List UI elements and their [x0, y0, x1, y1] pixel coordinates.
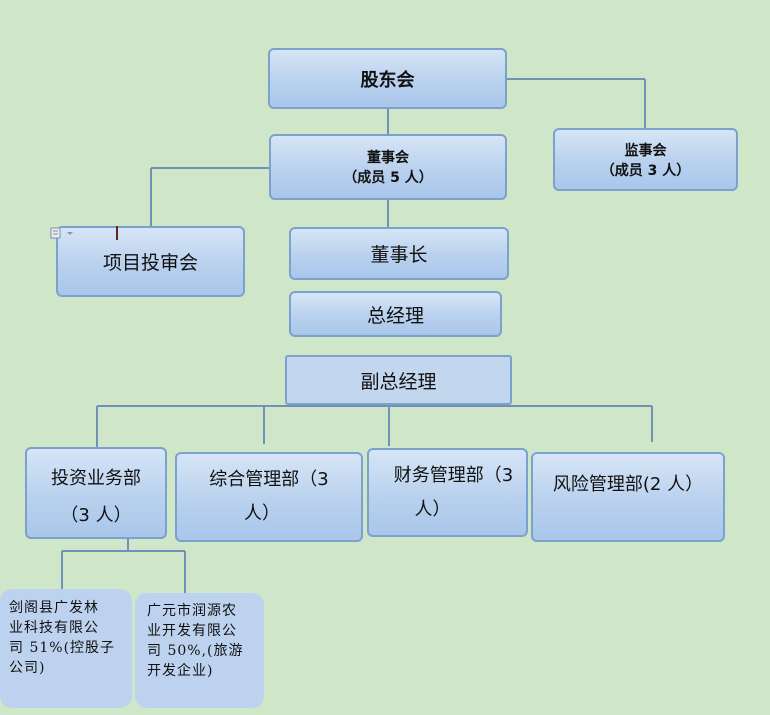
- subsidiary-jiange-box: 剑阁县广发林 业科技有限公 司 51%(控股子 公司): [0, 589, 132, 708]
- finance-dept-staff: 人）: [414, 498, 451, 520]
- supervisors-title: 监事会: [624, 142, 667, 159]
- board-members: （成员 5 人）: [343, 170, 433, 186]
- subsidiary-guangyuan-line1: 广元市润源农: [147, 603, 237, 619]
- chairman-box: 董事长: [289, 227, 509, 280]
- supervisors-box: 监事会 （成员 3 人）: [553, 128, 738, 191]
- finance-dept-box: 财务管理部（3 人）: [367, 448, 528, 537]
- general-dept-box: 综合管理部（3 人）: [175, 452, 363, 542]
- text-cursor-icon: [116, 226, 118, 240]
- chairman-label: 董事长: [370, 244, 428, 266]
- subsidiary-jiange-line2: 业科技有限公: [9, 620, 99, 636]
- subsidiary-jiange-line3: 司 51%(控股子: [9, 640, 116, 656]
- subsidiary-guangyuan-box: 广元市润源农 业开发有限公 司 50%,(旅游 开发企业): [135, 593, 264, 708]
- general-manager-label: 总经理: [366, 304, 424, 327]
- finance-dept-label: 财务管理部（3: [393, 464, 514, 486]
- risk-dept-box: 风险管理部(2 人）: [531, 452, 725, 542]
- shareholders-label: 股东会: [360, 69, 415, 91]
- shareholders-box: 股东会: [268, 48, 507, 109]
- investment-dept-staff: （3 人）: [60, 505, 132, 526]
- risk-dept-label: 风险管理部(2 人）: [552, 474, 704, 495]
- layout-options-icon[interactable]: [50, 227, 76, 239]
- subsidiary-jiange-line4: 公司): [9, 660, 46, 676]
- project-committee-label: 项目投审会: [102, 252, 198, 274]
- subsidiary-guangyuan-line3: 司 50%,(旅游: [147, 643, 244, 659]
- subsidiary-guangyuan-line2: 业开发有限公: [147, 623, 237, 639]
- board-box: 董事会 （成员 5 人）: [269, 134, 507, 200]
- investment-dept-box: 投资业务部 （3 人）: [25, 447, 167, 539]
- general-dept-staff: 人）: [244, 503, 280, 524]
- investment-dept-label: 投资业务部: [51, 468, 141, 489]
- general-dept-label: 综合管理部（3: [209, 469, 329, 490]
- subsidiary-jiange-line1: 剑阁县广发林: [9, 600, 99, 616]
- general-manager-box: 总经理: [289, 291, 502, 337]
- subsidiary-guangyuan-line4: 开发企业): [147, 663, 214, 679]
- deputy-gm-box: 副总经理: [285, 355, 512, 405]
- deputy-gm-label: 副总经理: [360, 370, 437, 393]
- supervisors-members: （成员 3 人）: [600, 162, 691, 179]
- project-committee-box: 项目投审会: [56, 226, 245, 297]
- board-title: 董事会: [367, 150, 409, 166]
